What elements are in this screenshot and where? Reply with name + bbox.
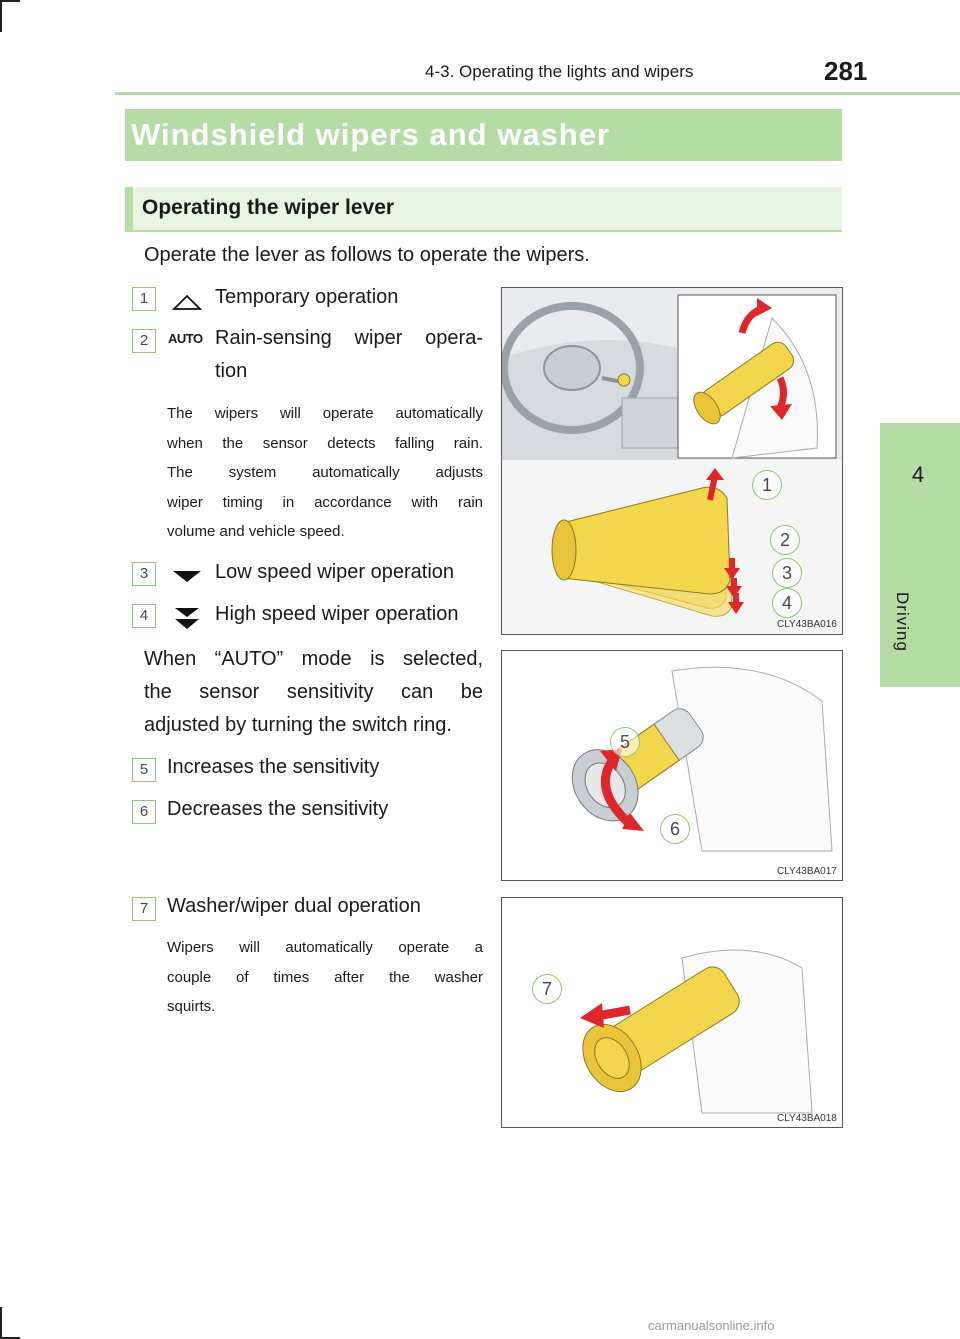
washer-pull-illustration	[580, 949, 813, 1114]
item-text: Temporary operation	[215, 286, 399, 308]
item-text-line: Rain-sensing wiper opera-	[215, 327, 483, 349]
figure-callout: 5	[610, 727, 640, 757]
note-line: couple of times after the washer	[167, 968, 483, 986]
high-speed-icon	[175, 608, 199, 629]
chapter-side-tab	[880, 423, 960, 687]
subsection-bar	[125, 187, 133, 230]
figure-callout: 1	[752, 470, 782, 500]
figure-callout: 4	[772, 588, 802, 618]
crop-mark	[0, 0, 2, 32]
item-text: Decreases the sensitivity	[167, 798, 389, 820]
note-line: squirts.	[167, 998, 216, 1015]
item-text: Rain-sensing wiper opera- tion	[215, 322, 483, 388]
chapter-title: 4-3. Operating the lights and wipers	[425, 62, 694, 81]
note-line: when the sensor detects falling rain.	[167, 434, 483, 452]
watermark: carmanualsonline.info	[648, 1318, 775, 1333]
lever-positions	[551, 486, 733, 617]
mist-icon	[171, 294, 203, 310]
washer-figure: 7 CLY43BA018	[501, 897, 843, 1128]
figure-callout: 2	[770, 525, 800, 555]
item-text: Washer/wiper dual operation	[167, 895, 421, 917]
note-line: wiper timing in accordance with rain	[167, 493, 483, 511]
figure-code: CLY43BA016	[777, 619, 837, 630]
paragraph-line: the sensor sensitivity can be	[144, 681, 483, 703]
figure-code: CLY43BA018	[777, 1113, 837, 1124]
note-line: The wipers will operate automatically	[167, 405, 483, 422]
item-number-badge: 3	[132, 562, 156, 586]
item-text: High speed wiper operation	[215, 603, 459, 625]
sensitivity-ring-figure: 5 6 CLY43BA017	[501, 650, 843, 881]
subsection-title-band: Operating the wiper lever	[125, 187, 842, 232]
crop-mark	[0, 1337, 20, 1339]
auto-mode-text: When “AUTO” mode is selected, the sensor…	[144, 643, 483, 742]
side-tab-label: Driving	[893, 592, 912, 652]
section-title-band: Windshield wipers and washer	[125, 109, 842, 161]
item-number-badge: 1	[132, 287, 156, 311]
page-number: 281	[824, 56, 868, 86]
header-rule	[115, 92, 960, 95]
section-title: Windshield wipers and washer	[131, 117, 611, 152]
item-number-badge: 7	[132, 897, 156, 921]
item-text: Low speed wiper operation	[215, 561, 455, 583]
intro-text: Operate the lever as follows to operate …	[144, 244, 590, 266]
figure-callout: 7	[532, 974, 562, 1004]
figure-callout: 6	[660, 814, 690, 844]
crop-mark	[0, 0, 20, 2]
item-number-badge: 6	[132, 800, 156, 824]
paragraph-line: When “AUTO” mode is selected,	[144, 648, 483, 670]
crop-mark	[0, 1307, 2, 1339]
note-line: Wipers will automatically operate a	[167, 939, 483, 956]
note-line: volume and vehicle speed.	[167, 523, 345, 540]
item-number-badge: 5	[132, 758, 156, 782]
figure-callout: 3	[772, 558, 802, 588]
rain-sensing-note: The wipers will operate automatically wh…	[167, 399, 483, 547]
item-text-line: tion	[215, 360, 248, 382]
auto-icon: AUTO	[168, 331, 203, 346]
switch-ring-illustration	[571, 666, 833, 852]
item-text: Increases the sensitivity	[167, 756, 380, 778]
item-number-badge: 4	[132, 604, 156, 628]
washer-note: Wipers will automatically operate a coup…	[167, 933, 483, 1022]
paragraph-line: adjusted by turning the switch ring.	[144, 714, 452, 736]
figure-code: CLY43BA017	[777, 866, 837, 877]
wiper-lever-figure: 1 2 3 4 CLY43BA016	[501, 287, 843, 635]
note-line: The system automatically adjusts	[167, 464, 483, 481]
low-speed-icon	[173, 571, 201, 582]
subsection-title: Operating the wiper lever	[142, 196, 395, 219]
side-tab-number: 4	[911, 462, 925, 487]
item-number-badge: 2	[132, 329, 156, 353]
